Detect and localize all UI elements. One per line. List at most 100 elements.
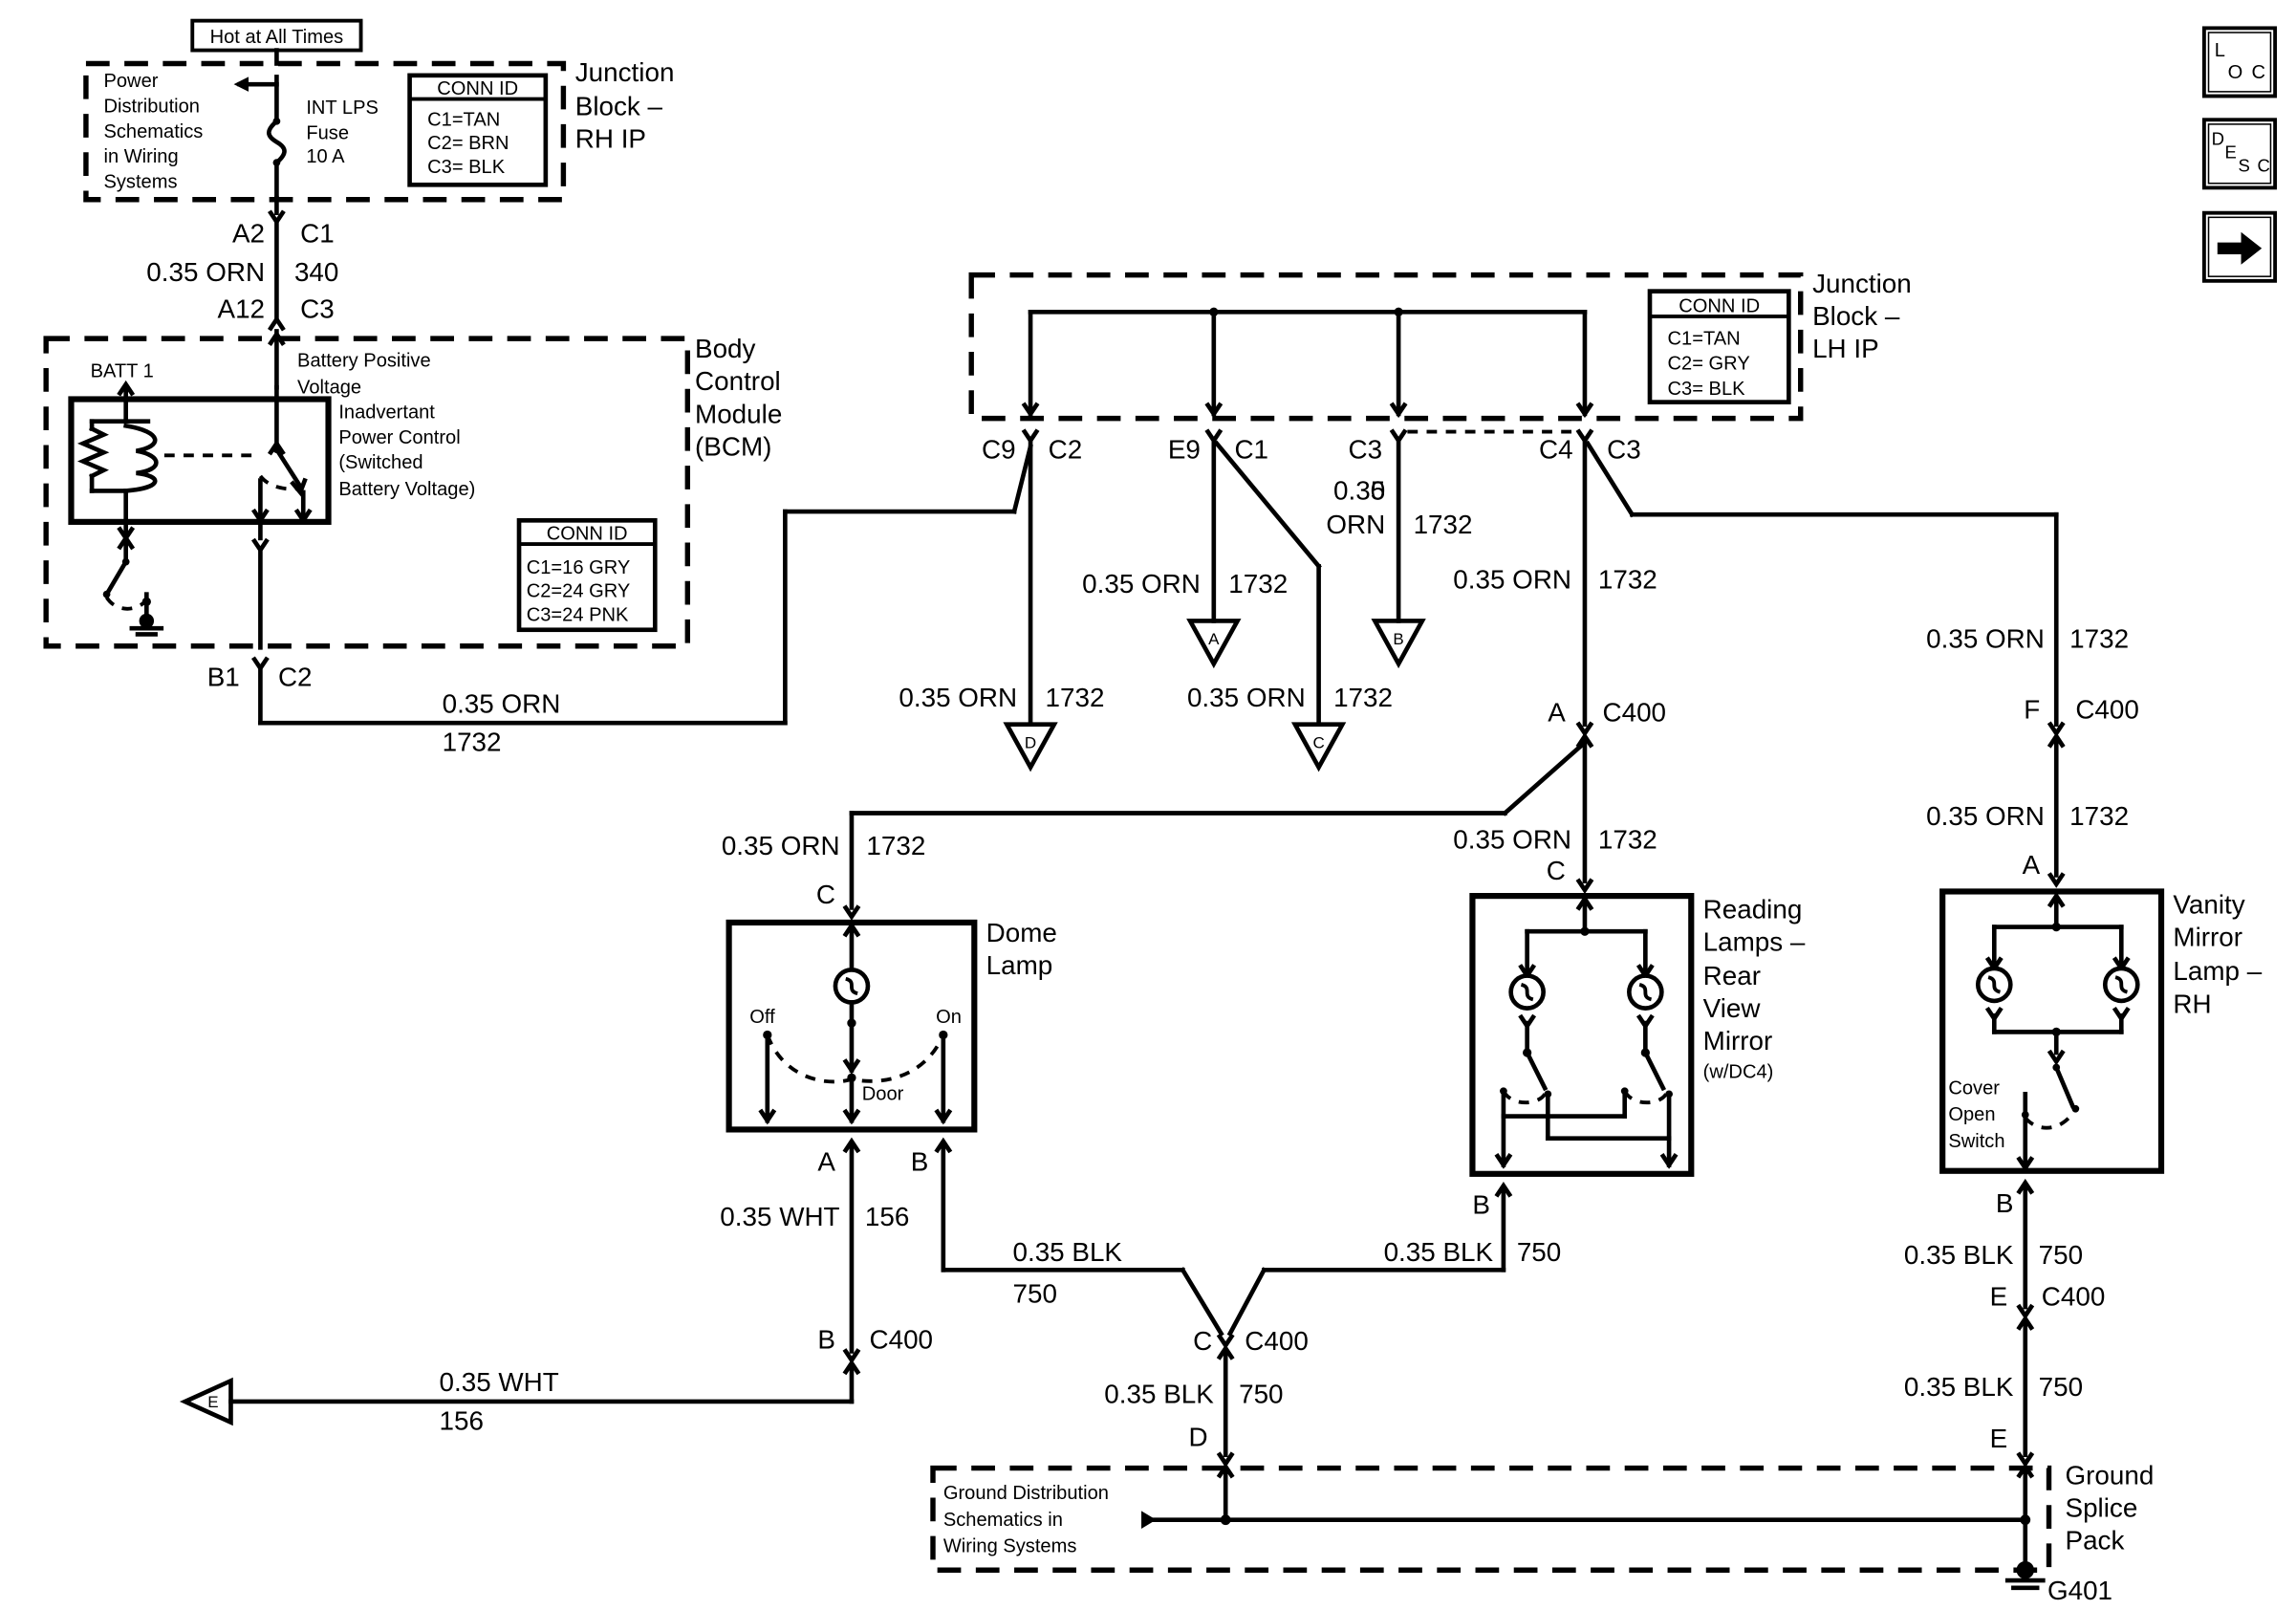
fuse-icon [267,118,287,166]
pin-c2-bcm: C2 [278,663,313,692]
svg-text:0.35 WHT: 0.35 WHT [440,1367,559,1397]
desc-letter-d: D [2212,129,2224,149]
svg-text:B: B [1472,1190,1490,1220]
power-distribution-text: Power Distribution Schematics in Wiring … [103,71,207,192]
svg-text:156: 156 [440,1405,484,1435]
svg-text:C1=TAN: C1=TAN [1668,328,1741,349]
conn-id-box-rh: CONN ID C1=TAN C2= BRN C3= BLK [407,73,549,187]
pin-c3-lh: C3 [1349,434,1383,464]
wire-340-gauge: 0.35 ORN [146,257,265,287]
wire-to-offpage-d: D 0.35 ORN 1732 [899,438,1105,772]
wire-to-offpage-c: C 0.35 ORN 1732 [1187,440,1393,772]
wire-c3-to-vanity: 0.35 ORN 1732 F C400 [1584,440,2139,738]
svg-text:0.35: 0.35 [1333,476,1385,506]
junction-block-lh-title: Junction Block – LH IP [1812,269,1918,363]
svg-text:1732: 1732 [2069,801,2129,831]
pin-c3-lh-b: C3 [1607,434,1641,464]
wire-c400-c-to-ground: C C400 0.35 BLK 750 D [1104,1326,1309,1522]
svg-text:C1=TAN: C1=TAN [427,109,500,130]
conn-id-box-lh: CONN ID C1=TAN C2= GRY C3= BLK [1647,289,1791,404]
svg-text:C: C [816,880,835,909]
svg-text:1732: 1732 [866,831,925,860]
inadvertant-power-control-label: Inadvertant Power Control (Switched Batt… [338,402,475,500]
svg-text:A: A [2023,850,2041,880]
svg-text:B: B [817,1324,835,1354]
ground-splice-pack-title: Ground Splice Pack [2066,1461,2162,1556]
conn-id-box-bcm: CONN ID C1=16 GRY C2=24 GRY C3=24 PNK [516,518,658,633]
ground-distribution-text: Ground Distribution Schematics in Wiring… [943,1483,1115,1557]
wire-circuit-bcm: 1732 [443,728,502,757]
ground-splice-pack: Ground Distribution Schematics in Wiring… [930,1461,2162,1605]
svg-text:A: A [817,1147,835,1177]
wire-c4-to-c400: 0.35 ORN 1732 A C400 [1453,438,1667,738]
dome-door-label: Door [862,1084,904,1105]
fuse-label: INT LPS Fuse 10 A [306,98,383,167]
svg-text:0.35 BLK: 0.35 BLK [1013,1237,1123,1267]
reading-lamps-title: Reading Lamps – Rear View Mirror [1703,894,1812,1055]
g401-label: G401 [2047,1576,2112,1605]
coil-icon [123,423,159,493]
pin-c1-lh: C1 [1234,434,1268,464]
arrow-left-icon [233,76,249,92]
svg-text:C400: C400 [1245,1326,1309,1356]
wire-dome-b-750: B 0.35 BLK 750 [911,1137,1224,1338]
loc-button[interactable]: L OC [2201,26,2278,98]
svg-text:F: F [2024,695,2040,725]
body-control-module: Body Control Module (BCM) Battery Positi… [43,329,782,650]
svg-text:1732: 1732 [2069,623,2129,653]
svg-text:C400: C400 [870,1324,934,1354]
svg-text:156: 156 [865,1202,909,1231]
battery-positive-voltage-label: Battery Positive Voltage [297,351,436,399]
svg-text:0.35 ORN: 0.35 ORN [722,831,840,860]
vanity-mirror-title: Vanity Mirror Lamp – RH [2173,890,2269,1019]
svg-text:C: C [1193,1326,1212,1356]
svg-text:A: A [1548,698,1566,728]
pin-e9: E9 [1168,434,1201,464]
desc-letters-sc: SC [2238,155,2277,175]
next-button[interactable] [2201,210,2278,283]
loc-letters-oc: OC [2228,62,2275,83]
svg-text:C2=24 GRY: C2=24 GRY [527,581,631,602]
hot-at-all-times-label: Hot at All Times [210,27,344,48]
svg-text:750: 750 [2039,1372,2083,1402]
svg-text:C3= BLK: C3= BLK [427,157,506,178]
svg-text:0.35 ORN: 0.35 ORN [1926,801,2045,831]
wire-reading-b-750: B 0.35 BLK 750 [1226,1182,1561,1337]
wire-1732-bcm: B1 C2 0.35 ORN 1732 [207,444,1033,757]
svg-text:C400: C400 [1603,698,1667,728]
svg-text:0.35 ORN: 0.35 ORN [1453,564,1571,594]
junction-block-rh-ip: Hot at All Times Power Distribution Sche… [83,18,674,203]
svg-text:C3= BLK: C3= BLK [1668,379,1746,400]
wire-to-offpage-a: A 0.35 ORN 1732 [1082,438,1288,669]
svg-text:B: B [911,1147,929,1177]
svg-text:E: E [1990,1424,2008,1453]
svg-text:1732: 1732 [1598,564,1657,594]
pin-c3: C3 [300,294,335,323]
arrow-right-icon [1141,1511,1157,1529]
svg-text:CONN ID: CONN ID [1679,295,1760,316]
svg-text:CONN ID: CONN ID [437,78,518,99]
svg-text:1732: 1732 [1046,683,1105,712]
wire-340: A2 C1 0.35 ORN 340 A12 C3 [146,195,338,332]
offpage-c-label: C [1312,733,1324,751]
svg-text:1732: 1732 [1228,569,1288,598]
svg-text:E: E [1990,1281,2008,1311]
right-arrow-icon [2217,231,2263,265]
cover-open-switch-label: Cover Open Switch [1948,1077,2004,1152]
pin-c9: C9 [982,434,1016,464]
svg-text:C3=24 PNK: C3=24 PNK [527,604,629,625]
svg-text:0.35 ORN: 0.35 ORN [1082,569,1201,598]
pin-a2: A2 [232,219,265,249]
svg-text:CONN ID: CONN ID [547,523,628,544]
dome-lamp-title: Dome Lamp [986,918,1065,980]
svg-text:0.35 BLK: 0.35 BLK [1104,1380,1214,1409]
svg-text:0.35 ORN: 0.35 ORN [1187,683,1306,712]
desc-button[interactable]: D E SC [2201,118,2278,190]
svg-text:750: 750 [1013,1278,1057,1308]
desc-letter-e: E [2225,141,2237,162]
svg-text:0.35 BLK: 0.35 BLK [1904,1372,2014,1402]
offpage-e-label: E [207,1393,218,1411]
svg-text:0.35 WHT: 0.35 WHT [720,1202,839,1231]
wire-dome-a-156: E A 0.35 WHT 156 B C400 0.35 WHT 156 [179,1137,934,1435]
wire-gauge-bcm: 0.35 ORN [443,688,561,718]
